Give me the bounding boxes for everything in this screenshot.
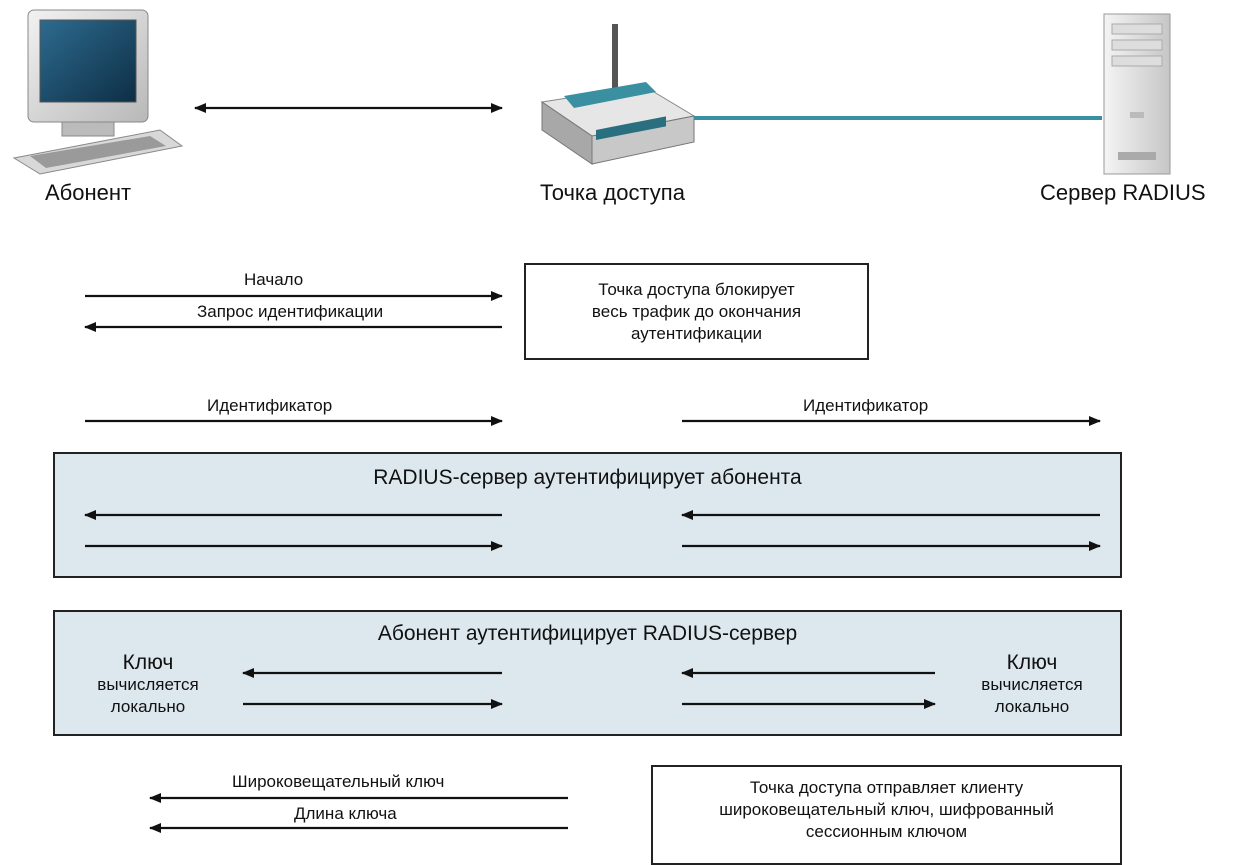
left-key-sublabel: вычисляется локально [97,675,199,716]
band-title-mutual-auth: Абонент аутентифицирует RADIUS-сервер [377,622,798,645]
left-key-label: Ключ [122,651,174,674]
identifier-label-left: Идентификатор [207,396,333,415]
key-length-label: Длина ключа [294,804,397,823]
ap-sends-broadcast-key-note: Точка доступа отправляет клиенту широков… [651,765,1122,865]
radius-server-label: Сервер RADIUS [1040,180,1206,205]
server-tower-icon [1103,13,1171,175]
access-point-label: Точка доступа [540,180,685,205]
right-key-label: Ключ [1006,651,1058,674]
ap-blocks-traffic-note: Точка доступа блокирует весь трафик до о… [524,263,869,360]
subscriber-label: Абонент [45,180,132,205]
right-key-sublabel: вычисляется локально [981,675,1083,716]
right-key-note: Ключ вычисляется локально [962,652,1102,718]
band-title-radius-auth: RADIUS-сервер аутентифицирует абонента [373,466,802,489]
subscriber-authenticates-radius-band: Абонент аутентифицирует RADIUS-сервер [53,610,1122,736]
left-key-note: Ключ вычисляется локально [78,652,218,718]
broadcast-key-label: Широковещательный ключ [232,772,445,791]
start-label: Начало [244,270,304,289]
computer-icon [12,9,184,175]
wireless-router-icon [540,24,696,165]
id-request-label: Запрос идентификации [197,302,384,321]
identifier-label-right: Идентификатор [803,396,929,415]
